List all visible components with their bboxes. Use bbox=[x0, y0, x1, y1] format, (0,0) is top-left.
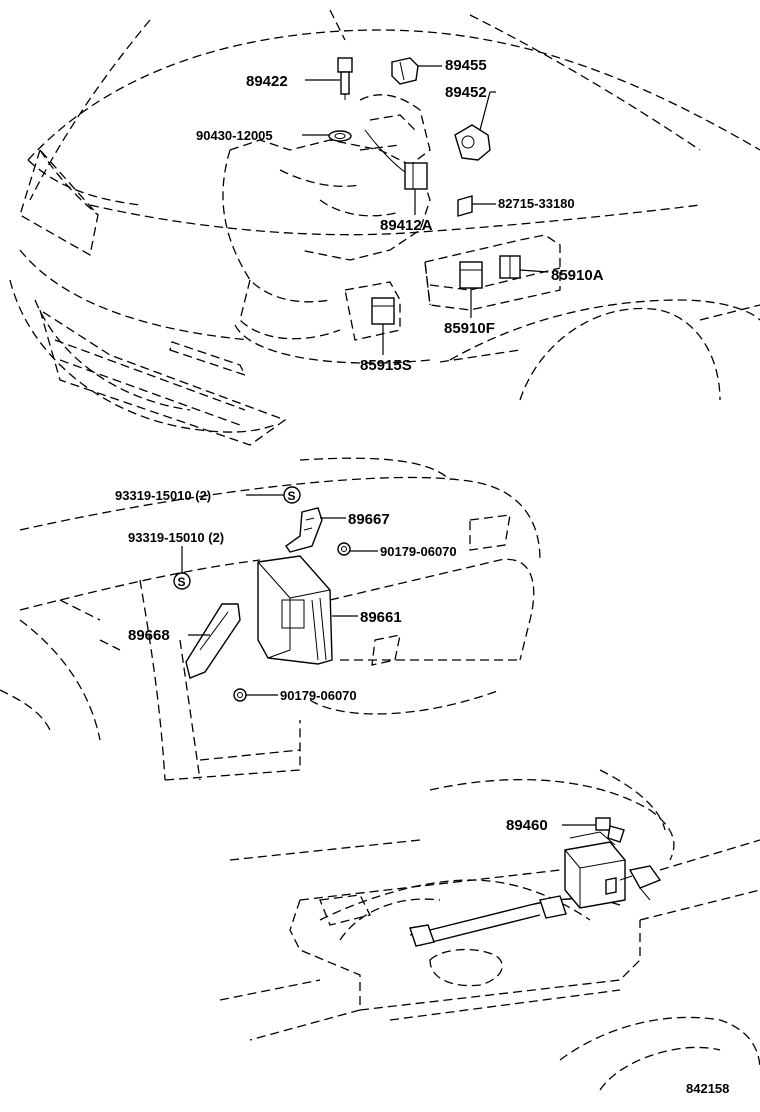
label-89452: 89452 bbox=[445, 84, 487, 101]
canister-parts bbox=[564, 817, 662, 909]
label-89455: 89455 bbox=[445, 57, 487, 74]
valve-89460-shape bbox=[595, 817, 625, 843]
nut-90179-upper-shape bbox=[337, 542, 351, 556]
sensor-89452-shape bbox=[454, 124, 491, 161]
bracket-89668-shape bbox=[185, 603, 241, 679]
screw-mark-upper: S bbox=[283, 486, 301, 504]
washer-90430-shape bbox=[328, 130, 352, 142]
label-90179-06070-upper: 90179-06070 bbox=[380, 544, 457, 559]
connector-shape bbox=[605, 865, 662, 901]
label-89422: 89422 bbox=[246, 73, 288, 90]
sensor-89412A-shape bbox=[364, 129, 428, 190]
screw-mark-lower: S bbox=[173, 572, 191, 590]
label-89412A: 89412A bbox=[380, 217, 433, 234]
top-leader-lines bbox=[302, 65, 549, 355]
screw-mark-lower-text: S bbox=[178, 575, 186, 589]
dashboard-illustration bbox=[0, 457, 541, 781]
screw-mark-upper-text: S bbox=[288, 489, 296, 503]
relay-85915S-shape bbox=[371, 297, 395, 325]
label-82715-33180: 82715-33180 bbox=[498, 196, 575, 211]
sensor-89455-shape bbox=[391, 57, 419, 85]
fuel-tank-illustration bbox=[219, 769, 760, 1091]
top-section-parts bbox=[328, 57, 521, 325]
relay-85910A-shape bbox=[499, 255, 521, 279]
label-85910F: 85910F bbox=[444, 320, 495, 337]
label-89667: 89667 bbox=[348, 511, 390, 528]
label-90430-12005: 90430-12005 bbox=[196, 128, 273, 143]
label-89460: 89460 bbox=[506, 817, 548, 834]
label-89668: 89668 bbox=[128, 627, 170, 644]
label-93319-15010-lower: 93319-15010 (2) bbox=[128, 530, 224, 545]
label-89661: 89661 bbox=[360, 609, 402, 626]
label-93319-15010-upper: 93319-15010 (2) bbox=[115, 488, 211, 503]
engine-bay-illustration bbox=[9, 9, 760, 446]
figure-number: 842158 bbox=[686, 1081, 729, 1096]
label-85910A: 85910A bbox=[551, 267, 604, 284]
nut-90179-lower-shape bbox=[233, 688, 247, 702]
bracket-89667-shape bbox=[285, 507, 323, 553]
middle-leader-lines bbox=[181, 494, 378, 696]
label-90179-06070-lower: 90179-06070 bbox=[280, 688, 357, 703]
sensor-89422-shape bbox=[337, 57, 353, 100]
ecu-parts: S S bbox=[173, 486, 351, 702]
relay-85910F-shape bbox=[459, 261, 483, 289]
ecu-89661-shape bbox=[257, 555, 333, 665]
clamp-82715-shape bbox=[457, 195, 473, 217]
canister-shape bbox=[564, 831, 626, 909]
label-85915S: 85915S bbox=[360, 357, 412, 374]
